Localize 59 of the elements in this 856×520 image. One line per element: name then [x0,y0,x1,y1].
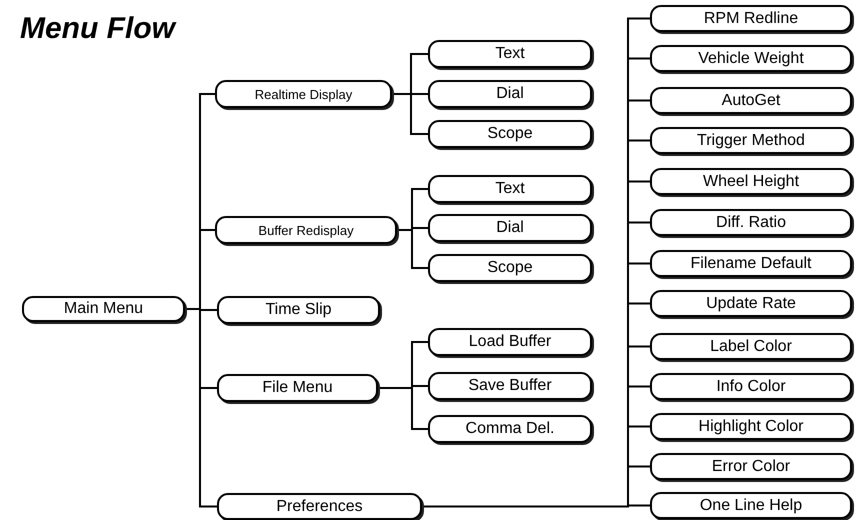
menu-box [217,374,378,402]
menu-box [650,492,852,519]
diagram-title: Menu Flow [20,14,175,44]
menu-label: Error Color [712,458,790,474]
menu-label: Main Menu [64,301,144,317]
menu-box [428,175,592,203]
menu-box [650,87,852,114]
menu-label: Diff. Ratio [716,214,786,230]
menu-box [215,216,397,244]
menu-box [428,372,592,400]
menu-label: Text [495,181,525,197]
menu-box [428,80,592,108]
menu-label: Save Buffer [468,378,552,394]
menu-label: Trigger Method [697,132,805,148]
menu-label: Time Slip [265,302,332,318]
menu-box [428,214,592,242]
menu-box [650,5,852,32]
menu-label: Vehicle Weight [698,50,804,66]
menu-box [217,296,380,324]
menu-box [650,453,852,480]
menu-label: Realtime Display [254,88,352,100]
menu-label: Comma Del. [466,421,554,437]
menu-box [428,254,592,282]
menu-label: One Line Help [700,498,802,514]
menu-label: AutoGet [722,92,780,108]
menu-label: RPM Redline [704,10,798,26]
menu-box [22,296,185,322]
menu-label: Dial [496,86,524,102]
menu-box [650,209,852,236]
menu-label: File Menu [262,380,333,396]
menu-box [650,127,852,154]
menu-box [650,45,852,72]
menu-box [650,373,852,400]
connector-line [397,229,428,269]
menu-box [428,415,592,443]
menu-box [650,333,852,360]
menu-box [650,413,852,440]
menu-label: Text [495,46,525,62]
menu-box [428,120,592,148]
menu-box [650,250,852,277]
menu-box [428,328,592,356]
menu-label: Wheel Height [702,174,800,190]
menu-label: Label Color [710,338,792,354]
menu-label: Preferences [276,498,363,514]
menu-label: Dial [496,220,524,236]
menu-label: Scope [487,260,533,276]
menu-box [428,40,592,68]
menu-box [650,168,852,195]
menu-box [217,493,422,520]
menu-label: Buffer Redisplay [258,224,354,236]
connector-line [422,504,650,508]
menu-box [215,80,392,108]
menu-label: Scope [487,126,533,142]
menu-label: Filename Default [690,256,812,272]
menu-label: Info Color [716,378,786,394]
menu-box [650,290,852,317]
menu-label: Highlight Color [698,418,804,434]
menu-label: Load Buffer [468,334,552,350]
menu-label: Update Rate [706,296,796,312]
